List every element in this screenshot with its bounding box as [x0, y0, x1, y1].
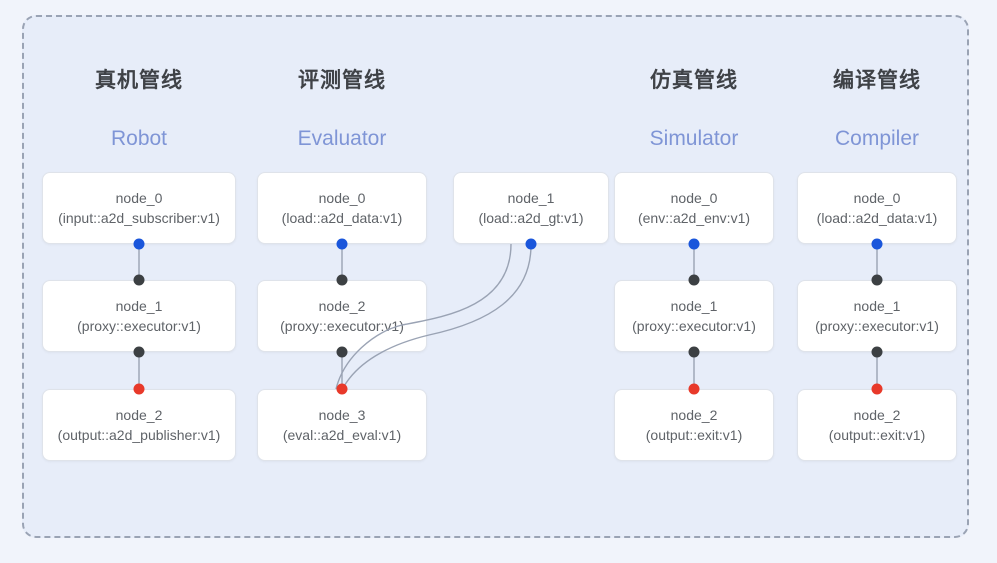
pipeline-column-evaluator: 评测管线 Evaluator node_0 (load::a2d_data:v1… [257, 17, 609, 540]
node-type: (eval::a2d_eval:v1) [282, 427, 402, 443]
node-type: (proxy::executor:v1) [632, 318, 756, 334]
pipeline-columns: 真机管线 Robot node_0 (input::a2d_subscriber… [24, 17, 967, 536]
node-id: node_2 [318, 298, 366, 314]
node-type: (load::a2d_data:v1) [816, 210, 938, 226]
node-id: node_3 [318, 407, 366, 423]
input-port-red-compiler-node_2[interactable] [871, 383, 883, 395]
output-port-dark-compiler-node_1[interactable] [871, 346, 883, 358]
column-title-en-robot: Robot [110, 127, 168, 150]
node-id: node_0 [670, 190, 718, 206]
node-box-simulator-node_1[interactable]: node_1 (proxy::executor:v1) [614, 280, 774, 352]
column-title-cn-simulator: 仿真管线 [650, 69, 738, 92]
input-port-simulator-node_1[interactable] [688, 274, 700, 286]
pipeline-column-robot: 真机管线 Robot node_0 (input::a2d_subscriber… [42, 17, 236, 540]
input-port-red-evaluator-node_3[interactable] [336, 383, 348, 395]
column-title-en-evaluator: Evaluator [297, 127, 387, 150]
node-box-evaluator-node_0[interactable]: node_0 (load::a2d_data:v1) [257, 172, 427, 244]
column-title-cn-compiler: 编译管线 [833, 69, 921, 92]
node-type: (output::exit:v1) [828, 427, 926, 443]
pipeline-column-simulator: 仿真管线 Simulator node_0 (env::a2d_env:v1) … [614, 17, 774, 540]
node-id: node_0 [318, 190, 366, 206]
pipeline-column-compiler: 编译管线 Compiler node_0 (load::a2d_data:v1)… [797, 17, 957, 540]
node-box-compiler-node_0[interactable]: node_0 (load::a2d_data:v1) [797, 172, 957, 244]
node-type: (output::exit:v1) [645, 427, 743, 443]
pipeline-diagram-panel: 真机管线 Robot node_0 (input::a2d_subscriber… [22, 15, 969, 538]
input-port-evaluator-node_2[interactable] [336, 274, 348, 286]
column-title-cn-evaluator: 评测管线 [298, 69, 386, 92]
node-type: (output::a2d_publisher:v1) [57, 427, 221, 443]
node-type: (proxy::executor:v1) [280, 318, 404, 334]
input-port-robot-node_1[interactable] [133, 274, 145, 286]
node-box-robot-node_2[interactable]: node_2 (output::a2d_publisher:v1) [42, 389, 236, 461]
node-type: (load::a2d_gt:v1) [478, 210, 584, 226]
node-id: node_1 [853, 298, 901, 314]
edge-layer-evaluator [341, 244, 532, 389]
node-id: node_2 [115, 407, 163, 423]
node-box-compiler-node_1[interactable]: node_1 (proxy::executor:v1) [797, 280, 957, 352]
node-type: (proxy::executor:v1) [77, 318, 201, 334]
output-port-blue-compiler-node_0[interactable] [871, 238, 883, 250]
column-title-en-compiler: Compiler [834, 127, 920, 150]
output-port-blue-robot-node_0[interactable] [133, 238, 145, 250]
output-port-dark-evaluator-node_2[interactable] [336, 346, 348, 358]
node-box-evaluator-node_2[interactable]: node_2 (proxy::executor:v1) [257, 280, 427, 352]
node-box-robot-node_0[interactable]: node_0 (input::a2d_subscriber:v1) [42, 172, 236, 244]
node-box-evaluator-node_3[interactable]: node_3 (eval::a2d_eval:v1) [257, 389, 427, 461]
node-type: (env::a2d_env:v1) [637, 210, 751, 226]
node-id: node_1 [507, 190, 555, 206]
node-id: node_2 [853, 407, 901, 423]
node-box-simulator-node_2[interactable]: node_2 (output::exit:v1) [614, 389, 774, 461]
output-port-blue-evaluator-node_0[interactable] [336, 238, 348, 250]
output-port-blue-simulator-node_0[interactable] [688, 238, 700, 250]
input-port-red-simulator-node_2[interactable] [688, 383, 700, 395]
node-box-simulator-node_0[interactable]: node_0 (env::a2d_env:v1) [614, 172, 774, 244]
node-type: (load::a2d_data:v1) [281, 210, 403, 226]
node-type: (input::a2d_subscriber:v1) [58, 210, 220, 226]
node-id: node_1 [670, 298, 718, 314]
node-type: (proxy::executor:v1) [815, 318, 939, 334]
node-id: node_0 [853, 190, 901, 206]
node-box-evaluator-node_1[interactable]: node_1 (load::a2d_gt:v1) [453, 172, 609, 244]
column-title-cn-robot: 真机管线 [95, 69, 183, 92]
output-port-dark-simulator-node_1[interactable] [688, 346, 700, 358]
node-box-robot-node_1[interactable]: node_1 (proxy::executor:v1) [42, 280, 236, 352]
output-port-blue-evaluator-node_1[interactable] [525, 238, 537, 250]
input-port-compiler-node_1[interactable] [871, 274, 883, 286]
node-id: node_2 [670, 407, 718, 423]
node-id: node_1 [115, 298, 163, 314]
input-port-red-robot-node_2[interactable] [133, 383, 145, 395]
node-id: node_0 [115, 190, 163, 206]
node-box-compiler-node_2[interactable]: node_2 (output::exit:v1) [797, 389, 957, 461]
column-title-en-simulator: Simulator [649, 127, 739, 150]
output-port-dark-robot-node_1[interactable] [133, 346, 145, 358]
